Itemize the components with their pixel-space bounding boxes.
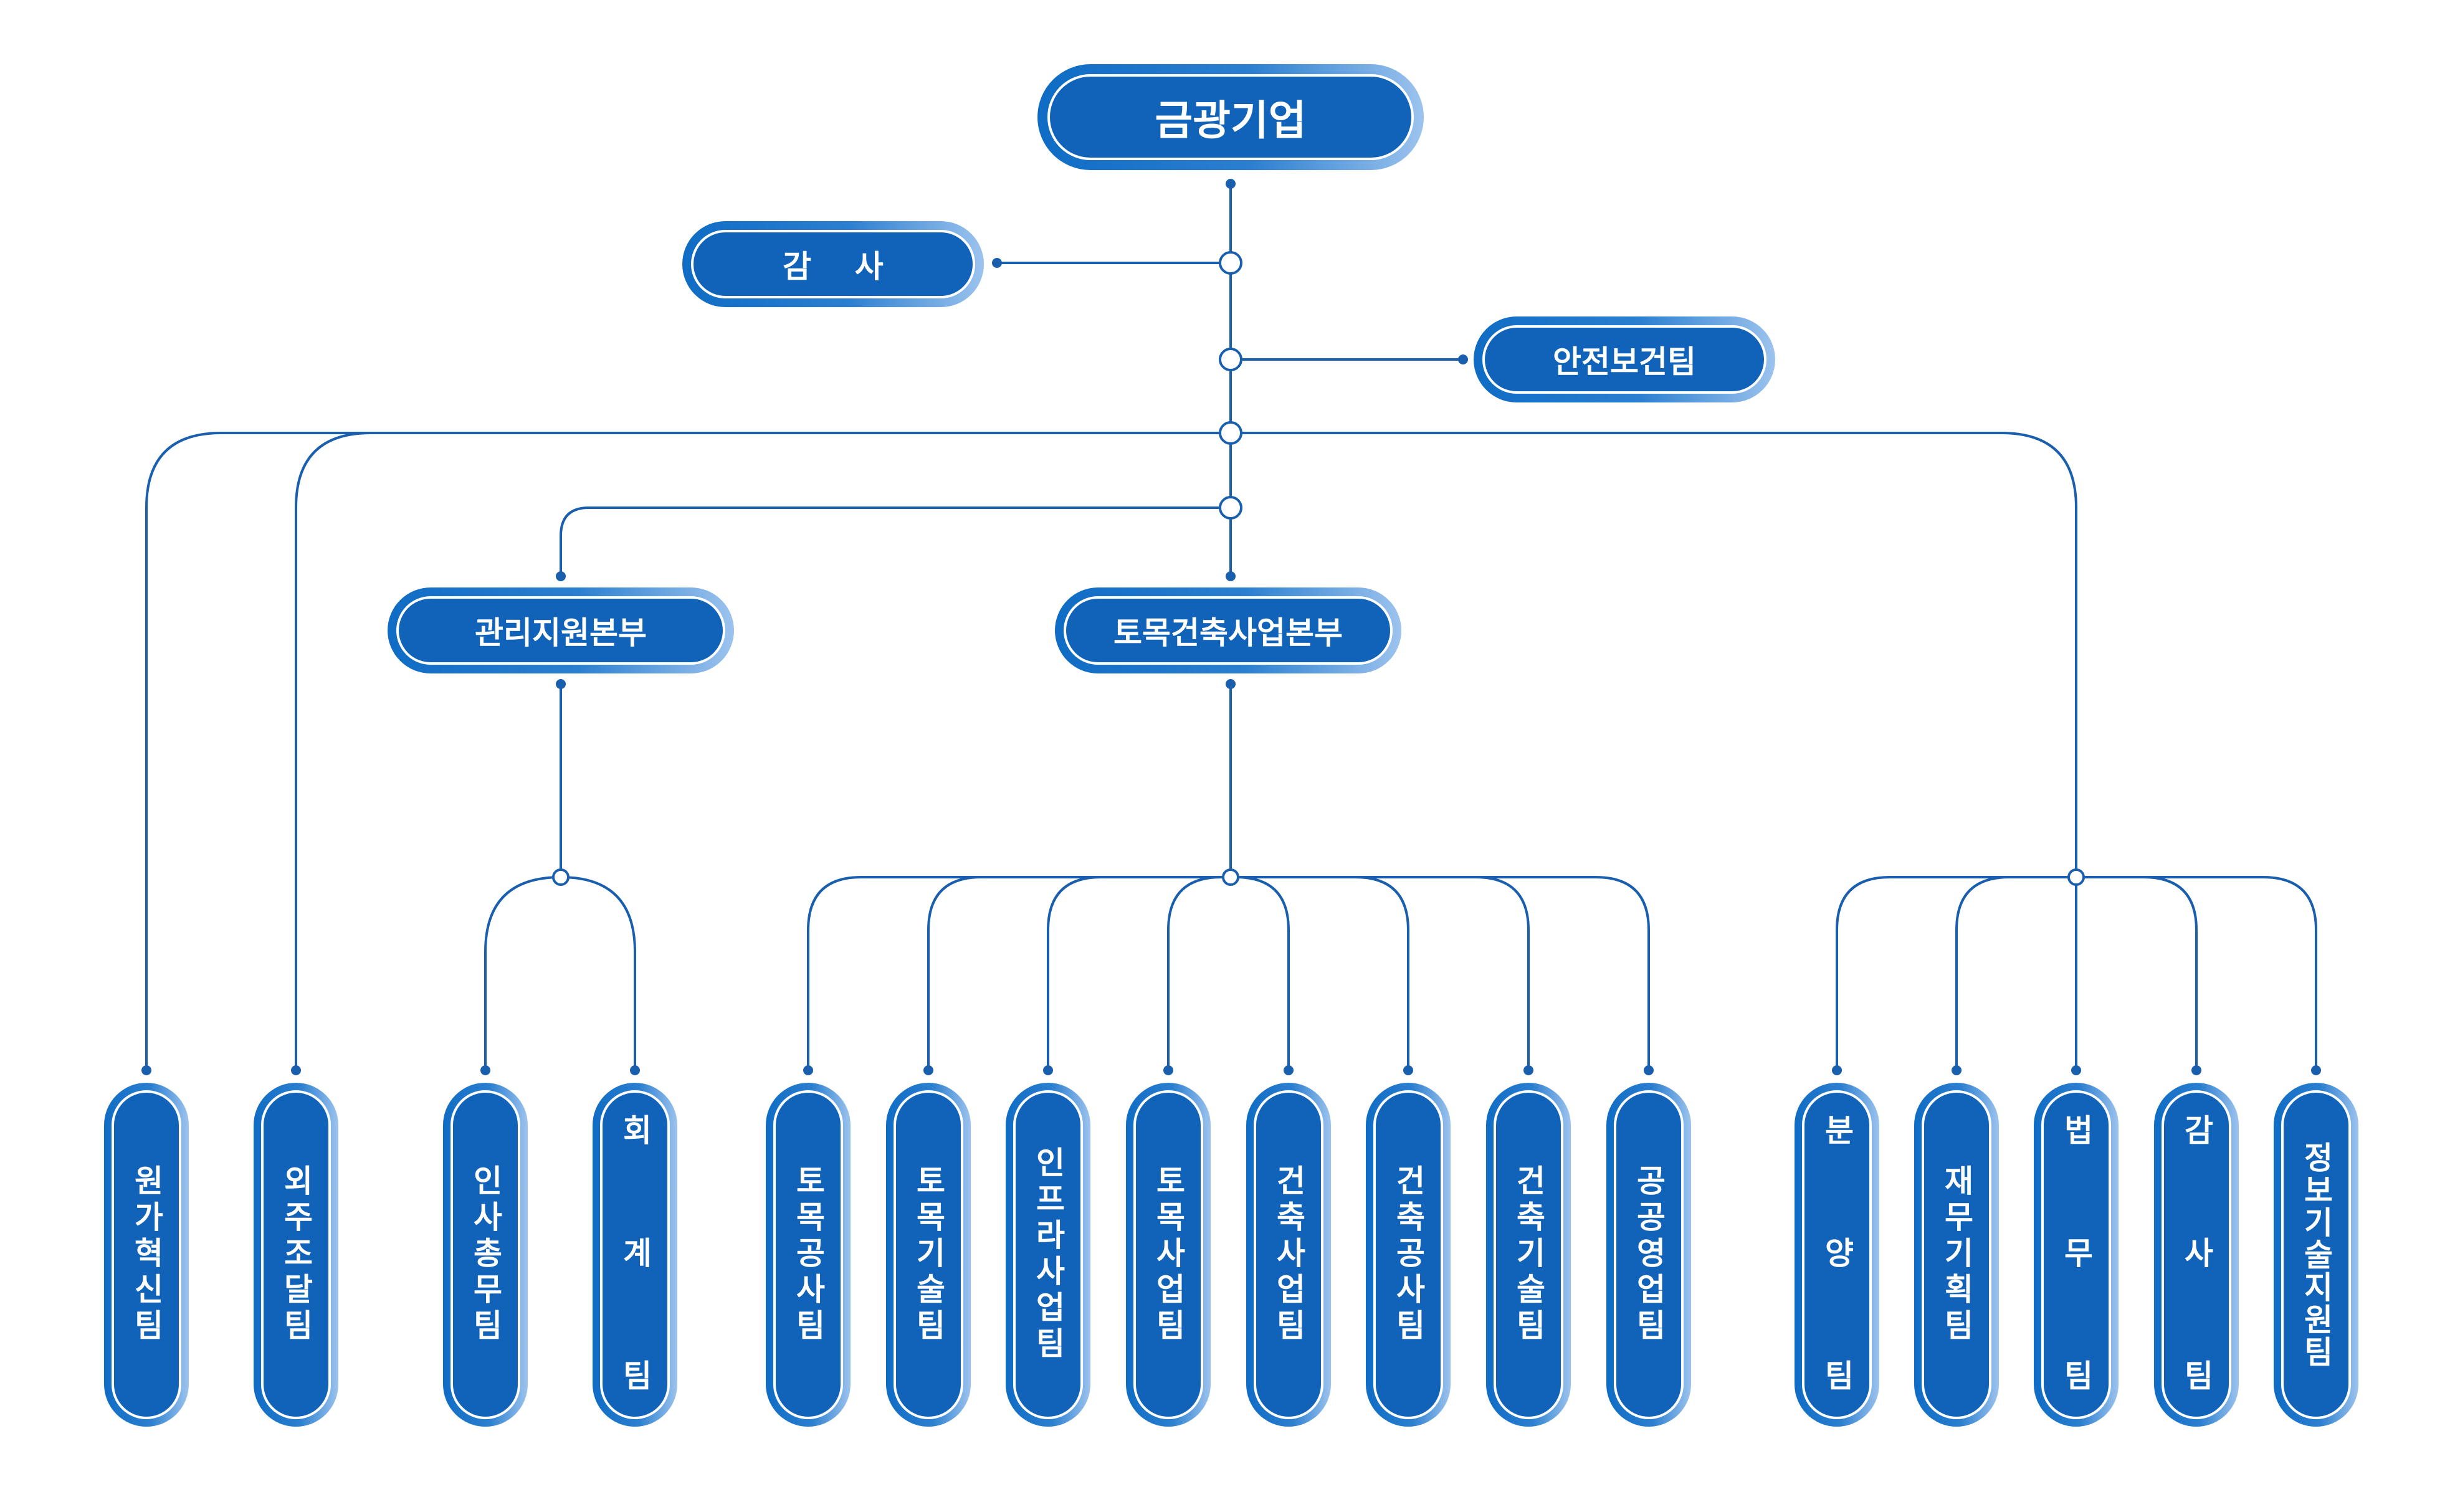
team-arch-business-label: 건축사업팀 bbox=[1270, 1164, 1307, 1345]
right-team-dot-4 bbox=[2311, 1065, 2321, 1075]
node-safety-team[interactable]: 안전보건팀 bbox=[1474, 316, 1775, 402]
civil-team-connector-6 bbox=[1475, 876, 1530, 1070]
team-it-label: 정보기술지원팀 bbox=[2298, 1141, 2334, 1368]
team-arch-tech-label: 건축기술팀 bbox=[1510, 1164, 1547, 1345]
civil-team-dot-6 bbox=[1523, 1065, 1533, 1075]
safety-team-label: 안전보건팀 bbox=[1553, 344, 1696, 380]
team-finance[interactable]: 재무기획팀 bbox=[1914, 1083, 1999, 1427]
civil-team-connector-7 bbox=[1595, 876, 1650, 1070]
admin-junction bbox=[552, 868, 570, 886]
admin-team-connector-1 bbox=[560, 876, 636, 1070]
team-civil-construction-label: 토목공사팀 bbox=[790, 1164, 826, 1345]
admin-team-dot-1 bbox=[630, 1065, 640, 1075]
right-team-connector-1 bbox=[1955, 876, 2010, 1070]
team-hr-label: 인사총무팀 bbox=[467, 1164, 503, 1345]
team-public-sales-label: 공공영업팀 bbox=[1631, 1164, 1667, 1345]
admin-team-dot-0 bbox=[480, 1065, 490, 1075]
admin-division-connector bbox=[560, 506, 1231, 576]
civil-trunk-dot bbox=[1226, 679, 1236, 689]
right-junction bbox=[2067, 868, 2085, 886]
civil-team-dot-7 bbox=[1644, 1065, 1654, 1075]
audit-junction bbox=[1219, 251, 1242, 275]
civil-junction bbox=[1222, 868, 1239, 886]
team-civil-tech-label: 토목기술팀 bbox=[910, 1164, 946, 1345]
civil-team-connector-4 bbox=[1235, 876, 1290, 1070]
spine-top-dot bbox=[1226, 179, 1236, 189]
team-public-sales[interactable]: 공공영업팀 bbox=[1606, 1083, 1691, 1427]
audit-connector-dot bbox=[992, 258, 1002, 268]
admin-trunk-dot bbox=[556, 679, 566, 689]
team-civil-business[interactable]: 토목사업팀 bbox=[1126, 1083, 1211, 1427]
team-finance-label: 재무기획팀 bbox=[1938, 1164, 1975, 1345]
civil-team-connector-0 bbox=[807, 876, 862, 1070]
safety-connector-dot bbox=[1458, 354, 1468, 364]
admin-team-connector-0 bbox=[484, 876, 561, 1070]
admin-division-junction bbox=[1219, 496, 1242, 520]
procurement-connector bbox=[295, 432, 1231, 1070]
civil-team-dot-1 bbox=[923, 1065, 933, 1075]
team-civil-tech[interactable]: 토목기술팀 bbox=[886, 1083, 971, 1427]
right-cluster-trunk bbox=[1231, 432, 2077, 877]
team-procurement-label: 외주조달팀 bbox=[278, 1164, 314, 1345]
team-civil-construction[interactable]: 토목공사팀 bbox=[766, 1083, 851, 1427]
node-division-admin[interactable]: 관리지원본부 bbox=[388, 587, 734, 673]
team-infra[interactable]: 인프라사업팀 bbox=[1006, 1083, 1090, 1427]
division-admin-label: 관리지원본부 bbox=[475, 615, 647, 651]
team-cost-innovation[interactable]: 원가혁신팀 bbox=[104, 1083, 189, 1427]
team-arch-business[interactable]: 건축사업팀 bbox=[1246, 1083, 1331, 1427]
team-arch-construction-label: 건축공사팀 bbox=[1390, 1164, 1426, 1345]
main-junction bbox=[1219, 421, 1242, 445]
right-team-dot-0 bbox=[1832, 1065, 1842, 1075]
civil-team-connector-1 bbox=[927, 876, 982, 1070]
company-name: 금광기업 bbox=[1155, 97, 1307, 145]
right-team-dot-1 bbox=[1952, 1065, 1962, 1075]
civil-team-connector-3 bbox=[1167, 876, 1222, 1070]
right-team-connector-0 bbox=[1836, 876, 1890, 1070]
node-audit-top[interactable]: 감 사 bbox=[682, 221, 984, 307]
team-arch-construction[interactable]: 건축공사팀 bbox=[1366, 1083, 1451, 1427]
team-it[interactable]: 정보기술지원팀 bbox=[2274, 1083, 2358, 1427]
civil-team-dot-2 bbox=[1043, 1065, 1053, 1075]
cost-innovation-connector bbox=[145, 432, 1231, 1070]
team-arch-tech[interactable]: 건축기술팀 bbox=[1486, 1083, 1571, 1427]
division-civil-label: 토목건축사업본부 bbox=[1113, 615, 1343, 651]
civil-team-dot-3 bbox=[1163, 1065, 1173, 1075]
node-company[interactable]: 금광기업 bbox=[1037, 64, 1424, 170]
cost-innovation-dot bbox=[141, 1065, 151, 1075]
civil-team-dot-4 bbox=[1284, 1065, 1294, 1075]
admin-division-dot bbox=[556, 571, 566, 581]
right-team-connector-3 bbox=[2143, 876, 2198, 1070]
civil-team-dot-0 bbox=[803, 1065, 813, 1075]
right-team-dot-2 bbox=[2071, 1065, 2081, 1075]
civil-team-connector-5 bbox=[1355, 876, 1409, 1070]
civil-team-dot-5 bbox=[1403, 1065, 1413, 1075]
team-cost-innovation-label: 원가혁신팀 bbox=[128, 1164, 164, 1345]
right-team-dot-3 bbox=[2191, 1065, 2201, 1075]
team-infra-label: 인프라사업팀 bbox=[1030, 1146, 1066, 1363]
procurement-dot bbox=[291, 1065, 301, 1075]
safety-junction bbox=[1219, 348, 1242, 371]
audit-top-label: 감 사 bbox=[783, 249, 884, 285]
node-division-civil[interactable]: 토목건축사업본부 bbox=[1055, 587, 1401, 673]
team-procurement[interactable]: 외주조달팀 bbox=[254, 1083, 338, 1427]
team-hr[interactable]: 인사총무팀 bbox=[443, 1083, 528, 1427]
right-team-connector-4 bbox=[2262, 876, 2317, 1070]
spine-bottom-dot bbox=[1226, 571, 1236, 581]
team-civil-business-label: 토목사업팀 bbox=[1150, 1164, 1186, 1345]
civil-team-connector-2 bbox=[1047, 876, 1102, 1070]
